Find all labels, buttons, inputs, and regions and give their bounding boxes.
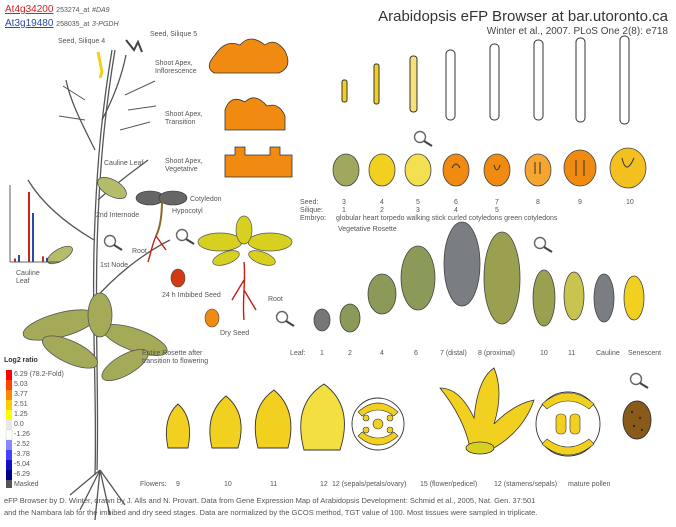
seed-num-6: 6 [454, 199, 458, 207]
magnifier-icon[interactable] [532, 236, 554, 254]
legend-title: Log2 ratio [4, 356, 38, 365]
chart-bar [32, 213, 34, 262]
legend-entry-1: 5.03 [14, 380, 28, 389]
silique-num-2: 2 [380, 207, 384, 215]
label-cauline: Cauline Leaf [104, 160, 143, 168]
flower-num-12-sepals: 12 (sepals/petals/ovary) [332, 481, 406, 489]
label-second-internode: 2nd Internode [96, 212, 139, 220]
silique-num-4: 4 [454, 207, 458, 215]
seed-num-5: 5 [416, 199, 420, 207]
leaf-senescent: Senescent [628, 350, 661, 358]
legend-entry-3: 2.51 [14, 400, 28, 409]
label-root: Root [268, 296, 283, 304]
legend-entry-10: -6.29 [14, 470, 30, 479]
label-seed-silique-5: Seed, Silique 5 [150, 31, 197, 39]
chart-bar [14, 259, 16, 263]
silique-num-1: 1 [342, 207, 346, 215]
leaf-num-10: 10 [540, 350, 548, 358]
legend-entry-7: -2.52 [14, 440, 30, 449]
silique-num-5: 5 [495, 207, 499, 215]
shoot-apices [209, 39, 292, 177]
flower-num-12-stamens: 12 (stamens/sepals) [494, 481, 557, 489]
embryo-row-label: Embryo: [300, 215, 326, 223]
leaf-series [314, 222, 644, 332]
chart-bar [42, 256, 44, 262]
label-seed-silique: Seed, Silique 4 [58, 38, 105, 46]
footer-credit-2: and the Nambara lab for the imbibed and … [4, 508, 672, 518]
legend-entry-masked: Masked [14, 480, 39, 489]
footer-credit-1: eFP Browser by D. Winter, drawn by J. Al… [4, 496, 672, 506]
silique-series [342, 36, 629, 124]
label-shoot-apex-veg: Shoot Apex, Vegetative [165, 158, 220, 174]
label-dry-seed: Dry Seed [220, 330, 249, 338]
leaf-num-4: 4 [380, 350, 384, 358]
flower-num-12: 12 [320, 481, 328, 489]
magnifier-icon[interactable] [412, 130, 434, 148]
magnifier-icon[interactable] [102, 234, 124, 252]
leaf-num-11: 11 [568, 350, 575, 358]
leaf-num-8: 8 (proximal) [478, 350, 515, 358]
open-flower [440, 368, 534, 454]
expression-chart [10, 185, 60, 262]
flower-num-9: 9 [176, 481, 180, 489]
seed-num-9: 9 [578, 199, 582, 207]
magnifier-icon[interactable] [174, 228, 196, 246]
label-veg-rosette: Vegetative Rosette [338, 226, 397, 234]
legend-entry-5: 0.0 [14, 420, 24, 429]
label-cotyledon: Cotyledon [190, 196, 222, 204]
seed-num-10: 10 [626, 199, 634, 207]
legend-entry-9: -5.04 [14, 460, 30, 469]
legend-entry-4: 1.25 [14, 410, 28, 419]
young-rosette [198, 216, 292, 320]
label-imbibed-seed: 24 h Imbibed Seed [162, 292, 221, 300]
flower-num-11: 11 [270, 481, 277, 489]
label-chart-cauline: Cauline Leaf [16, 270, 54, 286]
chart-bar [28, 192, 30, 262]
label-hypocotyl: Hypocotyl [172, 208, 203, 216]
seed-series [333, 148, 646, 188]
magnifier-icon[interactable] [628, 372, 650, 390]
flower-row-label: Flowers: [140, 481, 166, 489]
leaf-row-label: Leaf: [290, 350, 306, 358]
seed-row-label: Seed: [300, 199, 318, 207]
label-shoot-apex-inflor: Shoot Apex, Inflorescence [155, 60, 215, 76]
chart-bar [18, 255, 20, 262]
inflorescence-top [126, 40, 142, 52]
legend-entry-2: 3.77 [14, 390, 28, 399]
legend-entry-8: -3.78 [14, 450, 30, 459]
leaf-num-2: 2 [348, 350, 352, 358]
flower-num-15: 15 (flower/pedicel) [420, 481, 477, 489]
embryo-stages: globular heart torpedo walking stick cur… [336, 215, 557, 223]
seed-num-7: 7 [495, 199, 499, 207]
label-first-node: 1st Node [100, 262, 128, 270]
flower-mature-pollen: mature pollen [568, 481, 610, 489]
seed-num-3: 3 [342, 199, 346, 207]
label-entire-rosette: Entire Rosette after transition to flowe… [142, 350, 222, 366]
leaf-num-6: 6 [414, 350, 418, 358]
seed-silique-4 [98, 52, 102, 78]
legend-colorbar [6, 370, 12, 488]
leaf-cauline: Cauline [596, 350, 620, 358]
seed-num-4: 4 [380, 199, 384, 207]
leaf-num-1: 1 [320, 350, 324, 358]
legend-entry-6: -1.26 [14, 430, 30, 439]
legend-entry-0: 6.29 (78.2-Fold) [14, 370, 64, 379]
chart-bar [46, 258, 48, 262]
flower-num-10: 10 [224, 481, 232, 489]
imbibed-seed [171, 269, 185, 287]
silique-num-3: 3 [416, 207, 420, 215]
label-shoot-apex-trans: Shoot Apex, Transition [165, 111, 220, 127]
silique-row-label: Silique: [300, 207, 323, 215]
dry-seed [205, 309, 219, 327]
seed-num-8: 8 [536, 199, 540, 207]
magnifier-icon[interactable] [274, 310, 296, 328]
label-root-small: Root [132, 248, 147, 256]
cauline-leaves [45, 173, 130, 267]
leaf-num-7: 7 (distal) [440, 350, 467, 358]
